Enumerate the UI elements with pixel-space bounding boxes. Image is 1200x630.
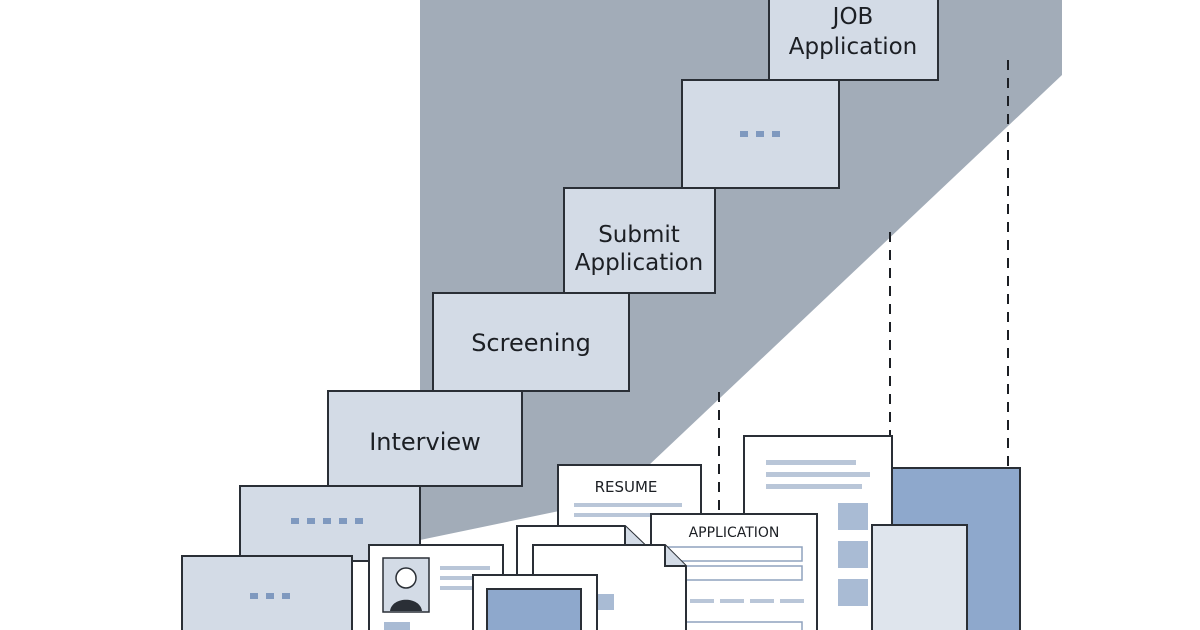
person-icon xyxy=(390,567,422,611)
step-5-label: Interview xyxy=(369,428,481,456)
step-5: Interview xyxy=(327,390,523,487)
stair-shadow xyxy=(420,0,1062,540)
application-title: APPLICATION xyxy=(689,525,780,541)
ellipsis-icon xyxy=(291,518,363,524)
step-1-label-line-2: Application xyxy=(789,34,918,60)
step-4: Screening xyxy=(432,292,630,392)
step-3-label-line-2: Application xyxy=(575,250,704,276)
step-2 xyxy=(681,79,840,189)
step-7 xyxy=(181,555,353,630)
step-1: JOB Application xyxy=(768,0,939,81)
resume-title: RESUME xyxy=(595,478,658,496)
document-pile: RESUME APPLICATION xyxy=(368,435,1021,630)
ellipsis-icon xyxy=(740,131,780,137)
ellipsis-icon xyxy=(250,593,290,599)
step-4-label: Screening xyxy=(471,329,591,357)
step-3-label-line-1: Submit xyxy=(598,222,680,248)
gray-panel xyxy=(871,524,968,630)
image-document xyxy=(472,574,598,630)
step-1-label-line-1: JOB xyxy=(831,4,874,30)
step-3: Submit Application xyxy=(563,187,716,294)
